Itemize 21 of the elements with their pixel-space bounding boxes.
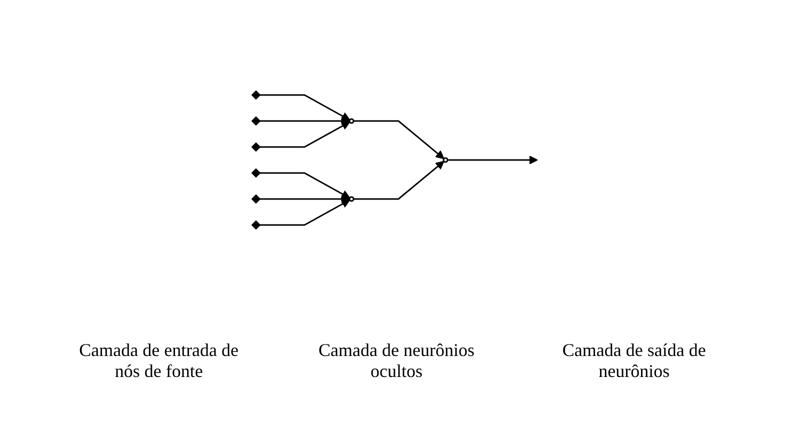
arrow bbox=[259, 94, 350, 120]
node-circle bbox=[348, 196, 354, 202]
node-diamond bbox=[251, 194, 260, 204]
arrow bbox=[259, 116, 350, 126]
node-diamond bbox=[251, 90, 260, 100]
layer-caption: Camada de neurônios ocultos bbox=[318, 340, 476, 382]
arrow bbox=[353, 160, 444, 200]
layer-caption: Camada de saída de neurônios bbox=[561, 340, 707, 382]
arrow bbox=[447, 156, 538, 164]
arrow bbox=[259, 200, 350, 226]
node-diamond bbox=[251, 116, 260, 126]
arrow bbox=[259, 122, 350, 148]
node-diamond bbox=[251, 142, 260, 152]
arrow bbox=[259, 194, 350, 204]
node-diamond bbox=[251, 220, 260, 230]
node-diamond bbox=[251, 168, 260, 178]
arrow bbox=[353, 120, 444, 160]
node-circle bbox=[348, 118, 354, 124]
arrow bbox=[259, 172, 350, 198]
layer-caption: Camada de entrada de nós de fonte bbox=[78, 340, 240, 382]
node-circle bbox=[442, 157, 448, 163]
